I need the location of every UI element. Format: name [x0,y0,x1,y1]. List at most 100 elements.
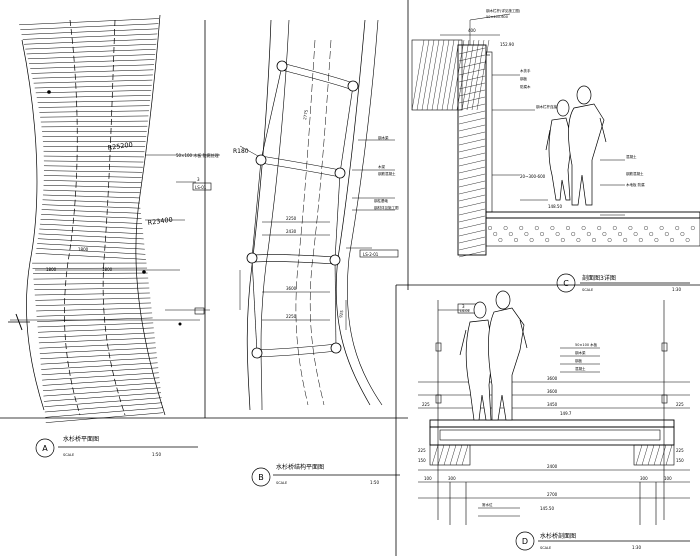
deck-plank [41,358,157,364]
deck-plank [36,248,145,254]
deck-plank [40,224,143,229]
deck-plank [25,44,156,49]
panel-c-elev-top: 152.90 [500,42,514,47]
earth-hatch-line [412,40,424,110]
wall-hatch-line [459,174,485,180]
panel-d-circle-label: D [522,537,528,546]
pier-hatch-line [648,445,654,465]
deck-plank [34,283,149,284]
panel-d-note-3: 钢板 [575,358,583,363]
panel-d-dim-left: 225 [422,402,430,407]
panel-b-circle-label: B [258,473,264,482]
panel-d-inner-width: 3450 [547,402,558,407]
panel-c-scale: 1:30 [672,287,681,292]
panel-b-title: 水杉桥结构平面图 [276,463,324,471]
panel-b-note-2: 木梁 [378,164,386,169]
deck-plank [44,171,142,173]
gravel-stone [566,226,570,230]
wall-hatch-line [459,132,485,138]
gravel-stone [597,226,601,230]
deck-plank [40,116,148,117]
panel-b-note-4: 钢柱基础 [374,198,388,203]
pier-hatch-line [666,445,672,465]
panel-a-width-2: 1800 [102,267,113,272]
deck-plank [23,34,158,39]
panel-d-side-r1: 225 [676,448,684,453]
deck-plank [36,303,151,306]
earth-hatch-line [462,40,474,110]
deck-plank [36,253,146,259]
gravel-stone [613,226,617,230]
figure-couple-c [546,86,606,205]
wall-hatch-line [459,223,485,229]
wall-hatch-line [459,111,485,117]
wall-hatch-line [459,160,485,166]
panel-c-section: 钢木栏杆(详见施工图) 50×400-600 400 152.90 20~300… [412,8,700,292]
panel-a-radius-1: R25200 [107,141,133,152]
pier-hatch-line [450,445,456,465]
deck-plank [30,65,154,69]
deck-plank [39,343,155,348]
gravel-stone [571,232,575,236]
earth-hatch-line [467,40,479,110]
wall-hatch-line [459,118,485,124]
earth-hatch-line [432,40,444,110]
panel-b-note-5: 钢材详见施工图 [374,205,399,210]
wall-hatch-line [459,167,485,173]
earth-hatch-line [447,40,459,110]
panel-c-note-2: 钢板 [520,76,528,81]
gravel-stone [623,238,627,242]
panel-c-circle-label: C [563,279,569,288]
deck-plank [43,383,160,391]
wall-hatch-line [459,195,485,201]
gravel-stone [649,232,653,236]
deck-plank [41,126,147,127]
panel-d-water-elev: 145.50 [540,506,554,511]
gravel-stone [514,238,518,242]
deck-plank [20,24,158,30]
panel-b-note-3: 钢筋混凝土 [378,171,396,176]
pier-hatch-line [444,445,450,465]
panel-d-side-r2: 150 [676,458,684,463]
panel-c-top-note-1: 钢木栏杆(详见施工图) [486,8,521,13]
deck-plank [41,214,141,218]
panel-c-note-6: 钢筋混凝土 [626,171,644,176]
gravel-stone [655,238,659,242]
pier-hatch-line [456,445,462,465]
panel-b-scale: 1:50 [370,480,379,485]
gravel-stone [603,232,607,236]
deck-plank [44,161,143,162]
panel-c-note-7: 木地板 防腐 [626,182,645,187]
earth-hatch-line [477,40,489,110]
deck-plank [45,403,162,412]
wall-hatch-line [459,181,485,187]
panel-b-dim-d: 2250 [286,314,297,319]
deck-plank [35,293,150,295]
deck-plank [40,353,156,359]
deck-plank [34,80,153,83]
gravel-stone [535,226,539,230]
panel-b-dim-b: 2430 [286,229,297,234]
earth-hatch-line [437,40,449,110]
panel-d-note-1: 50×100 木板 [575,342,598,347]
pier-hatch-line [432,445,438,465]
panel-c-top-note-2: 50×400-600 [486,15,508,19]
gravel-stone [629,226,633,230]
panel-b-dim-c: 3600 [286,286,297,291]
panel-d-side-l2: 150 [418,458,426,463]
gravel-stone [639,238,643,242]
deck-plank [42,210,141,214]
panel-d-base-right: 300 [640,476,648,481]
wall-hatch-line [459,97,485,103]
gravel-stone [592,238,596,242]
pier-hatch-line [462,445,468,465]
panel-d-dim-right: 225 [676,402,684,407]
panel-c-scale-label: SCALE [582,288,593,292]
panel-c-note-4: 钢木栏杆连接 [536,104,557,109]
wall-hatch-line [459,90,485,96]
deck-plank [38,333,154,338]
deck-plank [39,338,155,343]
panel-b-structure: R180 2250 2430 3600 2250 2775 925 LS-2-0… [233,20,400,486]
wall-hatch-line [459,62,485,68]
